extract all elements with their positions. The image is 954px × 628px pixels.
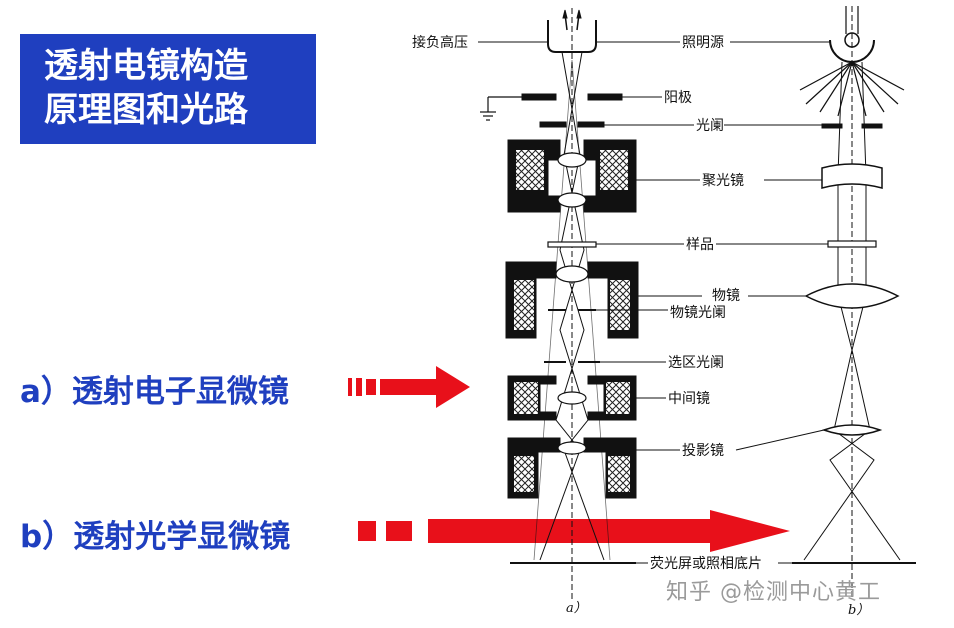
label-selected-area-aperture: 选区光阑 bbox=[668, 355, 724, 371]
sublabel-b: b） bbox=[848, 602, 869, 618]
watermark: 知乎 @检测中心黄工 bbox=[666, 580, 881, 605]
label-optical-microscope: b）透射光学显微镜 bbox=[20, 519, 291, 555]
arrow-b bbox=[358, 510, 790, 552]
title-line-2: 原理图和光路 bbox=[44, 90, 248, 130]
label-objective-lens: 物镜 bbox=[712, 288, 740, 304]
label-projector-lens: 投影镜 bbox=[682, 443, 724, 459]
title-line-1: 透射电镜构造 bbox=[44, 46, 248, 86]
label-anode: 阳极 bbox=[664, 90, 692, 106]
title-box: 透射电镜构造 原理图和光路 bbox=[20, 34, 316, 144]
label-aperture: 光阑 bbox=[696, 118, 724, 134]
arrow-a bbox=[348, 366, 470, 408]
label-screen: 荧光屏或照相底片 bbox=[650, 555, 762, 572]
label-objective-aperture: 物镜光阑 bbox=[670, 305, 726, 321]
sublabel-a: a） bbox=[566, 600, 587, 616]
label-specimen: 样品 bbox=[686, 237, 714, 253]
label-tem: a）透射电子显微镜 bbox=[20, 374, 289, 410]
label-condenser-lens: 聚光镜 bbox=[702, 173, 744, 189]
leader-lines bbox=[478, 41, 830, 564]
label-intermediate-lens: 中间镜 bbox=[668, 391, 710, 407]
tem-column bbox=[480, 8, 639, 600]
optical-column bbox=[792, 6, 916, 600]
label-illumination-source: 照明源 bbox=[682, 35, 724, 51]
label-high-voltage: 接负高压 bbox=[412, 34, 468, 51]
